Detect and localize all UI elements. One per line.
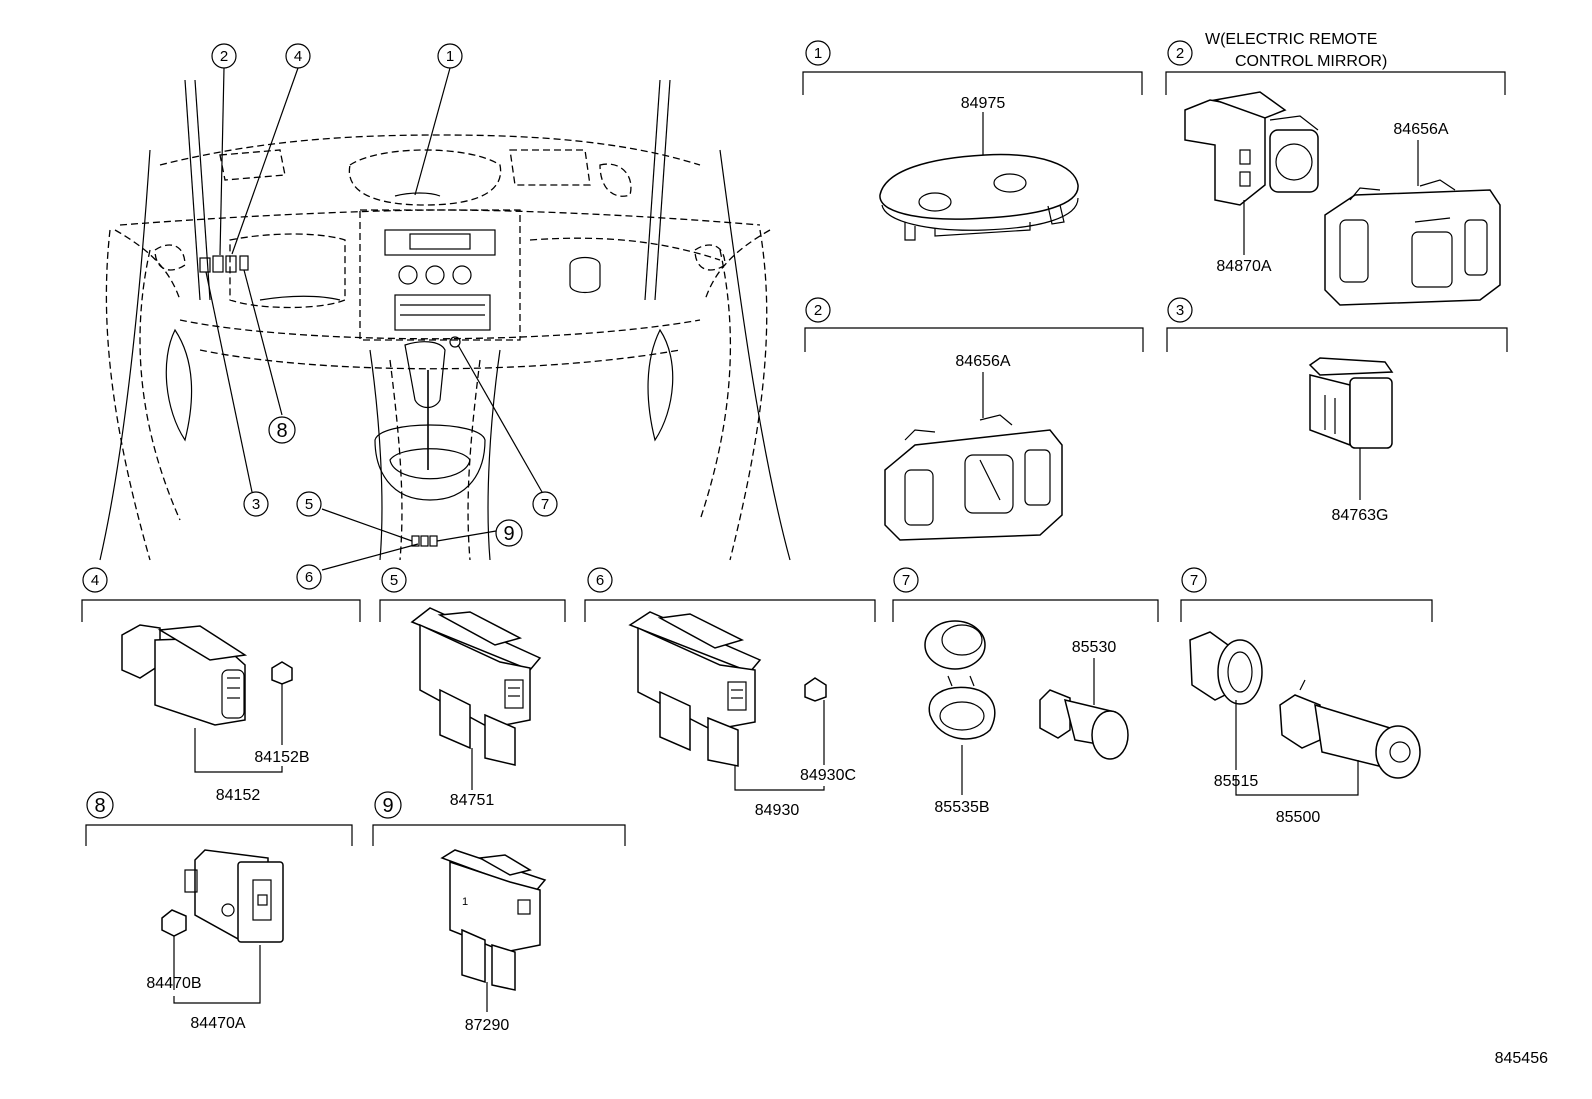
group-6-section: 6 84930C 84930 — [584, 567, 876, 819]
svg-text:5: 5 — [305, 496, 313, 513]
group-2-mirror-section: 2 W(ELECTRIC REMOTE CONTROL MIRROR) 8487… — [1165, 31, 1506, 306]
part-84470A-drawing — [184, 849, 284, 943]
part-label-85500: 85500 — [1276, 809, 1321, 826]
svg-text:1: 1 — [462, 896, 468, 908]
part-label-84152B: 84152B — [254, 749, 309, 766]
callout-8-overview: 8 — [268, 416, 296, 444]
svg-text:6: 6 — [596, 572, 604, 589]
part-84975-drawing — [879, 153, 1079, 241]
svg-text:6: 6 — [305, 569, 313, 586]
part-85535B-drawing — [924, 620, 996, 740]
svg-text:1: 1 — [814, 45, 822, 62]
group-3-section: 3 84763G — [1166, 297, 1508, 524]
part-84930C-drawing — [804, 677, 827, 765]
svg-text:7: 7 — [902, 572, 910, 589]
note-line-2: CONTROL MIRROR) — [1235, 53, 1387, 70]
note-line-1: W(ELECTRIC REMOTE — [1205, 31, 1377, 48]
group-8-section: 8 84470B 84470A — [85, 791, 353, 1032]
svg-text:3: 3 — [252, 496, 260, 513]
part-84763G-drawing — [1308, 357, 1394, 449]
part-label-85535B: 85535B — [934, 799, 989, 816]
part-label-84763G: 84763G — [1332, 507, 1389, 524]
group-1-section: 1 84975 — [802, 40, 1143, 241]
part-label-87290: 87290 — [465, 1017, 510, 1034]
part-85530-drawing — [1039, 689, 1129, 760]
svg-text:2: 2 — [814, 302, 822, 319]
part-84656A-drawing — [884, 414, 1063, 541]
part-label-85530: 85530 — [1072, 639, 1117, 656]
part-84930-drawing — [628, 611, 762, 767]
part-84656A-top-drawing — [1324, 179, 1501, 306]
callout-7-overview: 7 — [532, 491, 558, 517]
svg-text:4: 4 — [294, 48, 302, 65]
part-label-84751: 84751 — [450, 792, 495, 809]
part-87290-drawing: 1 — [440, 849, 547, 991]
part-85500-drawing — [1279, 679, 1421, 779]
group-9-section: 9 1 87290 — [372, 791, 626, 1034]
part-84470B-drawing — [161, 909, 187, 990]
svg-text:1: 1 — [446, 48, 454, 65]
svg-text:9: 9 — [382, 795, 393, 817]
callout-6-overview: 6 — [296, 564, 322, 590]
svg-text:5: 5 — [390, 572, 398, 589]
svg-text:8: 8 — [276, 420, 287, 442]
part-84152-drawing — [121, 624, 248, 726]
part-label-84656A: 84656A — [955, 353, 1010, 370]
part-84751-drawing — [410, 607, 542, 766]
callout-5-overview: 5 — [296, 491, 322, 517]
callout-4-overview: 4 — [285, 43, 311, 69]
svg-text:2: 2 — [220, 48, 228, 65]
callout-2-overview: 2 — [211, 43, 237, 69]
svg-text:4: 4 — [91, 572, 99, 589]
part-label-84656A-top: 84656A — [1393, 121, 1448, 138]
svg-text:7: 7 — [541, 496, 549, 513]
svg-text:8: 8 — [94, 795, 105, 817]
figure-id: 845456 — [1495, 1050, 1548, 1067]
part-label-84470B: 84470B — [146, 975, 201, 992]
part-84152B-drawing — [271, 661, 293, 745]
svg-text:2: 2 — [1176, 45, 1184, 62]
group-5-section: 5 84751 — [379, 567, 566, 809]
part-label-84470A: 84470A — [190, 1015, 245, 1032]
svg-text:3: 3 — [1176, 302, 1184, 319]
dashboard-overview — [99, 67, 791, 571]
part-label-84152: 84152 — [216, 787, 261, 804]
callout-9-overview: 9 — [495, 519, 523, 547]
group-7-socket-section: 7 85535B 85530 — [892, 567, 1159, 816]
part-84870A-drawing — [1184, 91, 1319, 206]
group-4-section: 4 84152B 84152 — [81, 567, 361, 804]
group-2-section: 2 84656A — [804, 297, 1144, 541]
callout-1-overview: 1 — [437, 43, 463, 69]
part-85515-drawing — [1189, 631, 1263, 705]
callout-3-overview: 3 — [243, 491, 269, 517]
part-label-84870A: 84870A — [1216, 258, 1271, 275]
part-label-84930: 84930 — [755, 802, 800, 819]
svg-text:7: 7 — [1190, 572, 1198, 589]
part-label-84930C: 84930C — [800, 767, 856, 784]
svg-text:9: 9 — [503, 523, 514, 545]
group-7-lighter-section: 7 85515 85500 — [1180, 567, 1433, 826]
part-label-84975: 84975 — [961, 95, 1006, 112]
